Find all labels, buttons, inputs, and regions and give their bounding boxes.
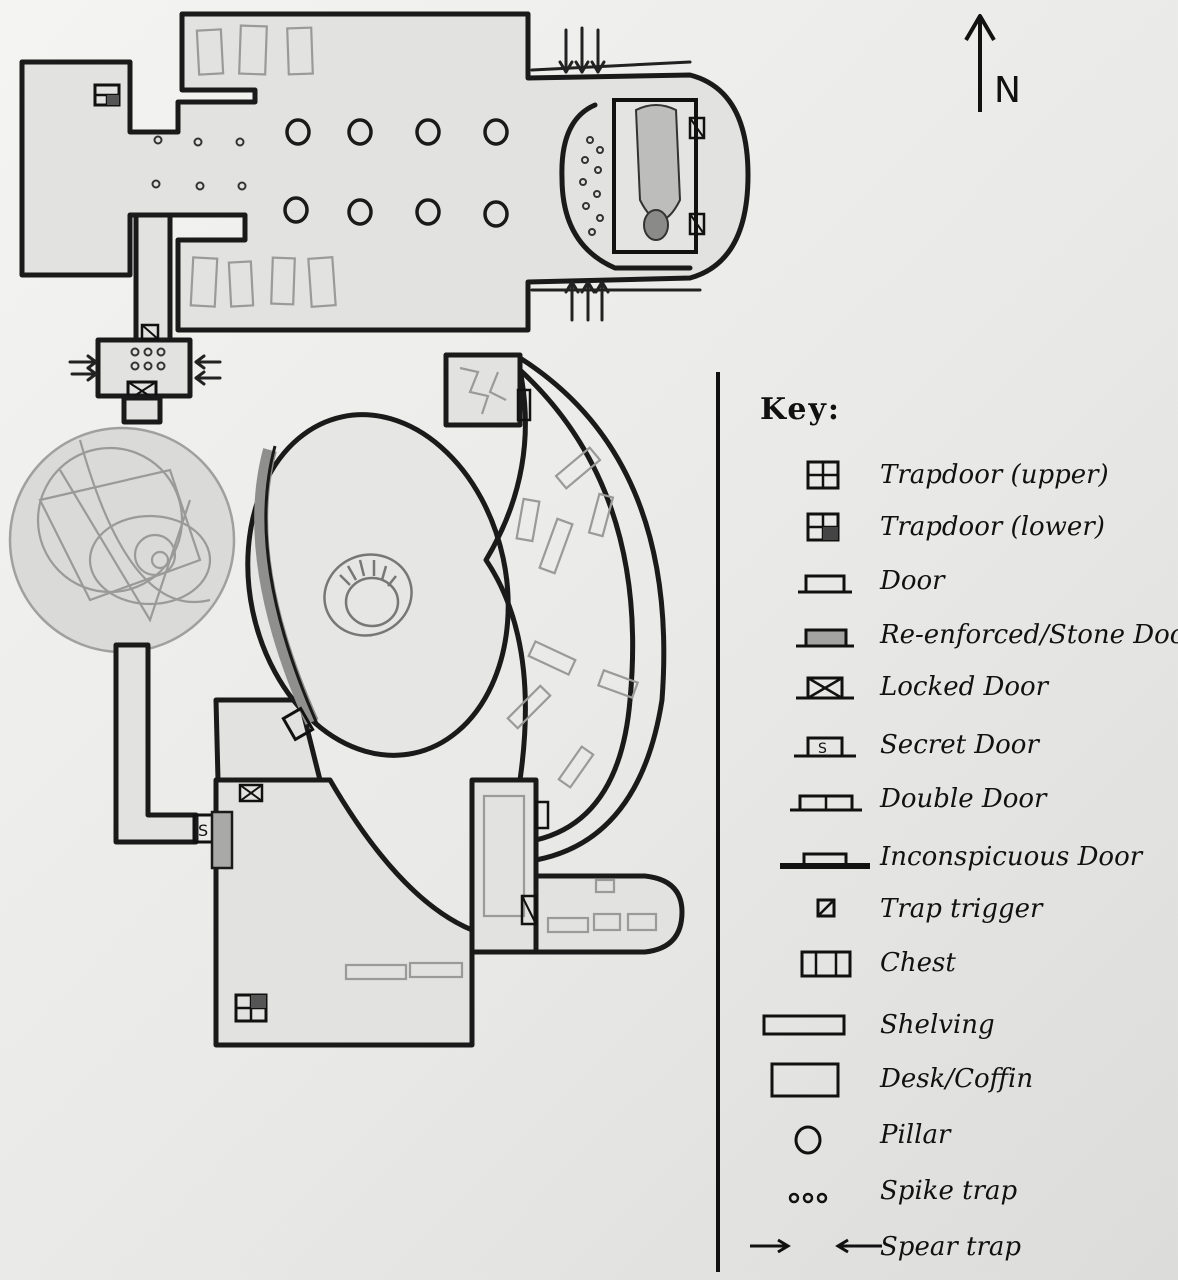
key-label: Door bbox=[880, 566, 945, 596]
svg-text:S: S bbox=[818, 741, 827, 757]
shelving-icon bbox=[762, 1014, 846, 1036]
tomb-chamber bbox=[559, 98, 706, 271]
key-label: Shelving bbox=[880, 1010, 995, 1040]
key-label: Desk/Coffin bbox=[880, 1064, 1034, 1094]
double-door-icon bbox=[790, 794, 862, 812]
map-key: Key: Trapdoor (upper) Trapdoor (lower) D… bbox=[716, 372, 1178, 1272]
key-label: Double Door bbox=[880, 784, 1047, 814]
hall-alcoves bbox=[189, 24, 337, 308]
key-label: Spear trap bbox=[880, 1232, 1022, 1262]
oval-chamber bbox=[245, 412, 511, 758]
locked-door-icon bbox=[796, 676, 854, 700]
desk-coffin-icon bbox=[770, 1062, 840, 1098]
key-label: Trapdoor (lower) bbox=[880, 512, 1105, 542]
inconspicuous-door-icon bbox=[780, 852, 870, 869]
key-item-locked-door: Locked Door bbox=[720, 664, 1175, 712]
spear-trap-icon bbox=[750, 1238, 882, 1254]
key-item-secret-door: S Secret Door bbox=[720, 722, 1175, 770]
key-item-pillar: Pillar bbox=[720, 1112, 1175, 1160]
trap-trigger-icon bbox=[816, 898, 836, 918]
key-item-trap-trigger: Trap trigger bbox=[720, 886, 1175, 934]
key-label: Spike trap bbox=[880, 1176, 1018, 1206]
compass-north-label: N bbox=[994, 70, 1021, 111]
chest-icon bbox=[800, 950, 852, 978]
secret-door-icon: S bbox=[794, 736, 856, 758]
compass: N bbox=[960, 8, 1040, 118]
hall-spike-traps bbox=[151, 135, 247, 191]
key-item-shelving: Shelving bbox=[720, 1002, 1175, 1050]
gallery-shelving bbox=[506, 446, 640, 789]
lower-hall-shelving bbox=[344, 961, 464, 981]
key-label: Trapdoor (upper) bbox=[880, 460, 1109, 490]
key-label: Re-enforced/Stone Door bbox=[880, 620, 1178, 650]
pit bbox=[323, 553, 413, 637]
key-label: Chest bbox=[880, 948, 956, 978]
key-item-stone-door: Re-enforced/Stone Door bbox=[720, 612, 1178, 660]
stone-door-icon bbox=[796, 628, 854, 648]
key-label: Locked Door bbox=[880, 672, 1049, 702]
ritual-circle-room bbox=[8, 426, 236, 654]
secret-door-marker: S bbox=[198, 821, 208, 840]
north-arrow-icon bbox=[964, 14, 996, 112]
crescent-gallery bbox=[483, 355, 667, 863]
key-label: Pillar bbox=[880, 1120, 951, 1150]
key-item-desk-coffin: Desk/Coffin bbox=[720, 1056, 1175, 1104]
trapdoor-upper-icon bbox=[806, 460, 840, 490]
key-title: Key: bbox=[760, 392, 842, 427]
south-complex bbox=[210, 352, 685, 1048]
west-corridor bbox=[68, 212, 222, 425]
trapdoor-lower-icon bbox=[806, 512, 840, 542]
trapdoor-lower-south bbox=[234, 993, 268, 1023]
key-item-door: Door bbox=[720, 558, 1175, 606]
key-item-trapdoor-upper: Trapdoor (upper) bbox=[720, 452, 1175, 500]
west-room bbox=[19, 11, 751, 333]
hall-pillars bbox=[283, 118, 509, 228]
key-item-trapdoor-lower: Trapdoor (lower) bbox=[720, 504, 1175, 552]
key-item-spike-trap: Spike trap bbox=[720, 1168, 1175, 1216]
key-item-double-door: Double Door bbox=[720, 776, 1175, 824]
south-corridor: S bbox=[113, 642, 218, 845]
tomb-spear-traps bbox=[530, 26, 702, 322]
spike-trap-icon bbox=[788, 1192, 828, 1204]
key-item-spear-trap: Spear trap bbox=[720, 1224, 1175, 1272]
key-label: Trap trigger bbox=[880, 894, 1043, 924]
pillar-icon bbox=[794, 1125, 822, 1155]
key-item-chest: Chest bbox=[720, 940, 1175, 988]
door-icon bbox=[798, 574, 852, 594]
east-chests bbox=[546, 878, 658, 934]
trapdoor-lower-west bbox=[93, 83, 121, 107]
key-item-inconspicuous-door: Inconspicuous Door bbox=[720, 834, 1175, 882]
key-label: Inconspicuous Door bbox=[880, 842, 1143, 872]
north-complex bbox=[19, 11, 751, 333]
key-label: Secret Door bbox=[880, 730, 1039, 760]
